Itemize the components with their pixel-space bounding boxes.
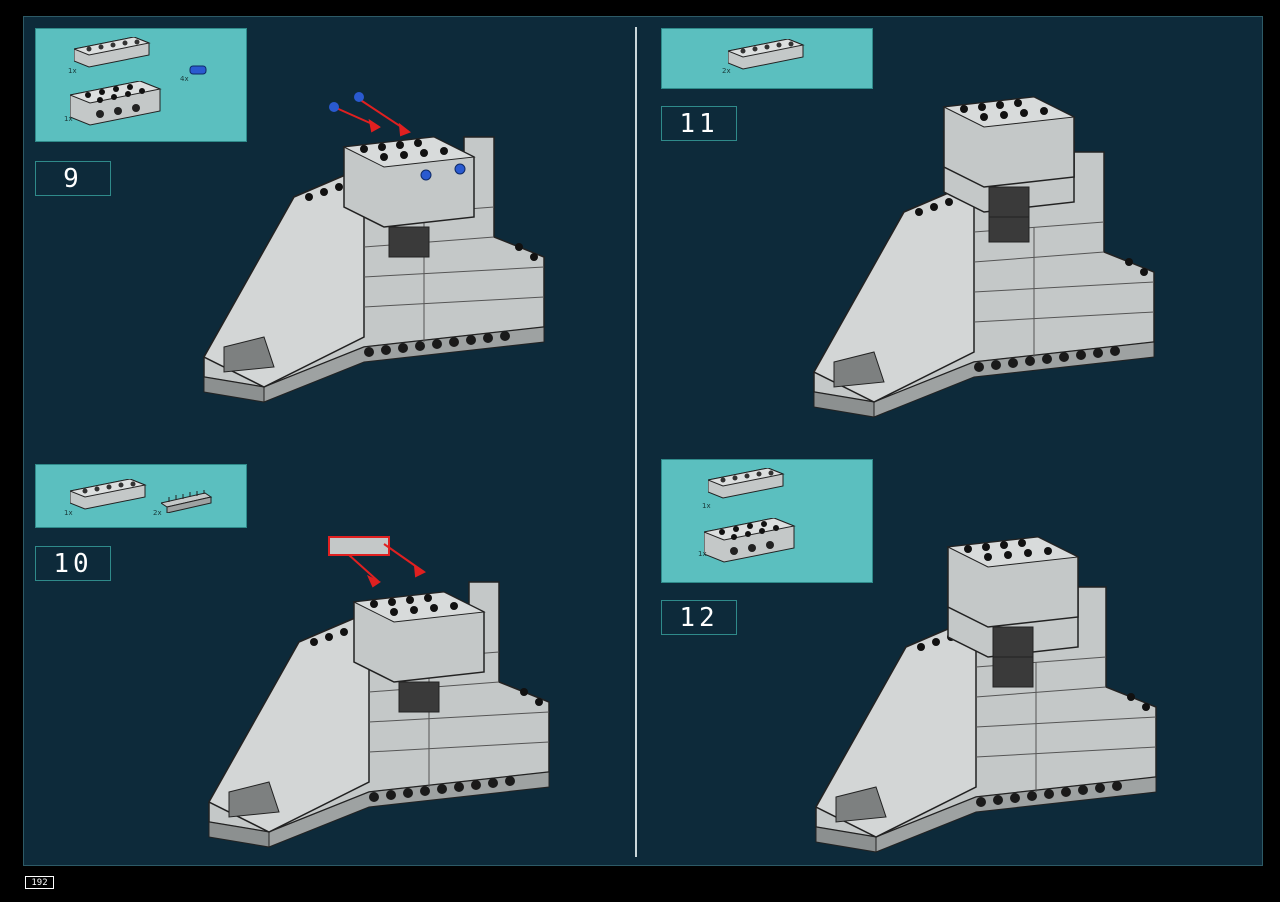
step-number-11: 11	[661, 106, 737, 141]
part-brick-1x6	[70, 479, 146, 510]
part-pin-icon	[189, 65, 207, 75]
parts-list-step-12: 1x 1x	[661, 459, 873, 583]
model-step-12	[815, 536, 1157, 853]
part-qty: 1x	[68, 67, 77, 75]
step-number-12: 12	[661, 600, 737, 635]
part-qty: 2x	[153, 509, 162, 517]
model-step-11	[813, 96, 1155, 418]
part-qty: 1x	[702, 502, 711, 510]
column-divider	[635, 27, 637, 857]
red-arrow	[348, 543, 426, 588]
part-qty: 4x	[180, 75, 189, 83]
parts-list-step-10: 1x 2x	[35, 464, 247, 528]
page-number: 192	[25, 876, 54, 889]
part-brick-1x6	[74, 37, 150, 68]
part-qty: 1x	[64, 509, 73, 517]
part-technic-brick	[70, 81, 161, 126]
part-brick-1x6	[708, 468, 784, 499]
part-brick-1x4	[728, 39, 804, 70]
parts-list-step-11: 2x	[661, 28, 873, 89]
step-number-9: 9	[35, 161, 111, 196]
step-number-10: 10	[35, 546, 111, 581]
part-qty: 2x	[722, 67, 731, 75]
part-gear-rack-icon	[161, 490, 213, 513]
instruction-page: 1x 1x 4x 9 1x 2x 10	[23, 16, 1263, 866]
red-arrow	[333, 98, 412, 137]
part-qty: 1x	[64, 115, 73, 123]
pin-icon	[420, 163, 466, 181]
parts-list-step-9: 1x 1x 4x	[35, 28, 247, 142]
part-qty: 1x	[698, 550, 707, 558]
model-step-9	[203, 92, 545, 403]
model-step-10	[208, 536, 550, 848]
